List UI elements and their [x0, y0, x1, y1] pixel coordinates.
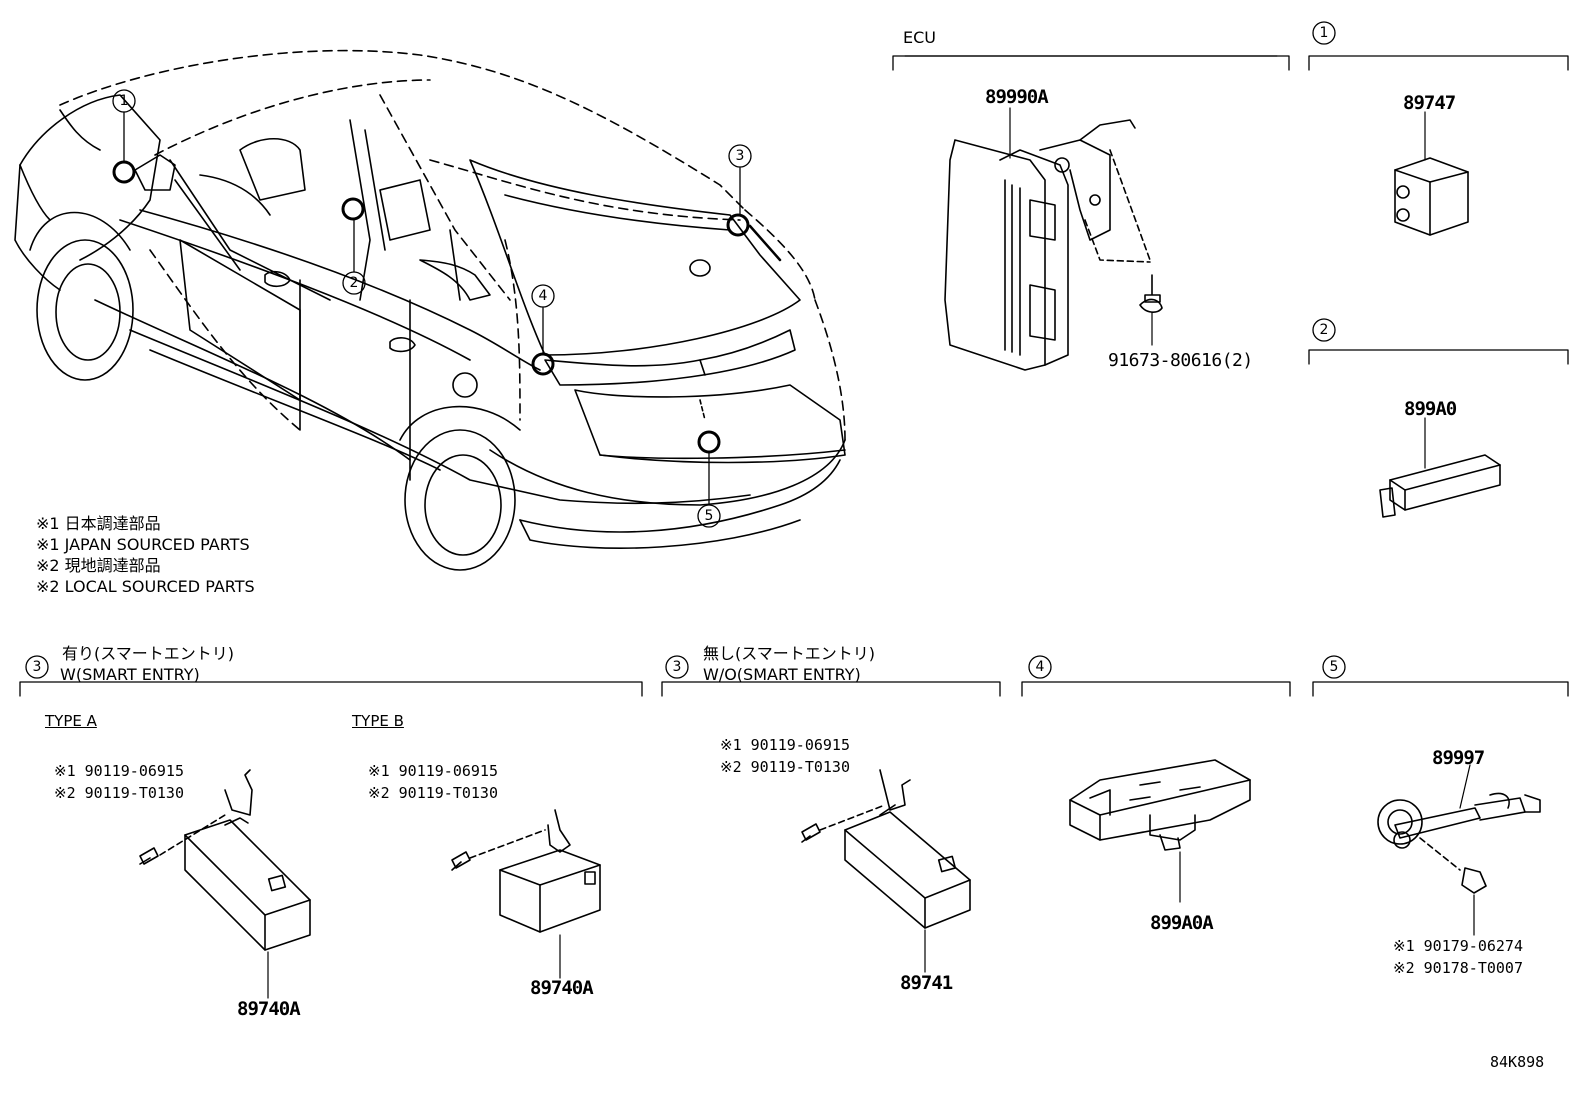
note-japan-sourced-jp: ※1 日本調達部品: [36, 514, 161, 533]
section-2-marker: 2: [1319, 322, 1329, 338]
part-number-89740A-type-a: 89740A: [237, 998, 301, 1020]
part-number-89997: 89997: [1432, 747, 1485, 769]
section-brackets: [19, 55, 1569, 697]
ecu-section-title: ECU: [903, 28, 936, 47]
section-3a-marker: 3: [32, 659, 42, 675]
section-marker-circles: [25, 21, 1346, 679]
section-1-marker: 1: [1319, 25, 1329, 41]
note-japan-sourced-en: ※1 JAPAN SOURCED PARTS: [36, 535, 250, 554]
section-3a-title-jp: 有り(スマートエントリ): [62, 644, 235, 663]
wo-smart-bolt-2: ※2 90119-T0130: [720, 758, 850, 776]
nut-number-1: ※1 90179-06274: [1393, 937, 1523, 955]
part-89741-drawing: [801, 769, 971, 973]
part-89740A-type-b-drawing: [451, 809, 601, 979]
bolt-number-91673: 91673-80616(2): [1108, 350, 1253, 371]
part-number-89990A: 89990A: [985, 86, 1049, 108]
part-number-89740A-type-b: 89740A: [530, 977, 594, 999]
car-marker-2-label: 2: [349, 275, 359, 291]
figure-code: 84K898: [1490, 1053, 1545, 1071]
type-b-bolt-2: ※2 90119-T0130: [368, 784, 498, 802]
part-number-89747: 89747: [1403, 92, 1456, 114]
car-marker-1-label: 1: [119, 93, 129, 109]
note-local-sourced-jp: ※2 現地調達部品: [36, 556, 161, 575]
note-local-sourced-en: ※2 LOCAL SOURCED PARTS: [36, 577, 255, 596]
ecu-drawing: [944, 107, 1163, 371]
part-number-89741: 89741: [900, 972, 953, 994]
part-89997-drawing: [1377, 764, 1541, 936]
wo-smart-bolt-1: ※1 90119-06915: [720, 736, 850, 754]
car-marker-5-label: 5: [704, 508, 714, 524]
section-4-marker: 4: [1035, 659, 1045, 675]
car-marker-3-label: 3: [735, 148, 745, 164]
section-3b-title-en: W/O(SMART ENTRY): [703, 665, 861, 684]
nut-number-2: ※2 90178-T0007: [1393, 959, 1523, 977]
vehicle-illustration: [14, 49, 846, 571]
part-899A0-drawing: [1379, 417, 1501, 518]
part-89740A-type-a-drawing: [139, 769, 311, 999]
part-number-899A0A: 899A0A: [1150, 912, 1214, 934]
part-number-899A0: 899A0: [1404, 398, 1457, 420]
part-899A0A-drawing: [1069, 759, 1251, 903]
type-b-label: TYPE B: [352, 712, 404, 730]
type-a-label: TYPE A: [45, 712, 97, 730]
type-a-bolt-1: ※1 90119-06915: [54, 762, 184, 780]
section-3b-title-jp: 無し(スマートエントリ): [703, 644, 876, 663]
part-89747-drawing: [1394, 111, 1469, 236]
section-5-marker: 5: [1329, 659, 1339, 675]
car-marker-leaders: [123, 111, 741, 505]
section-3a-title-en: W(SMART ENTRY): [60, 665, 200, 684]
car-marker-label-circles: [112, 89, 752, 528]
type-a-bolt-2: ※2 90119-T0130: [54, 784, 184, 802]
section-3b-marker: 3: [672, 659, 682, 675]
car-marker-4-label: 4: [538, 288, 548, 304]
type-b-bolt-1: ※1 90119-06915: [368, 762, 498, 780]
